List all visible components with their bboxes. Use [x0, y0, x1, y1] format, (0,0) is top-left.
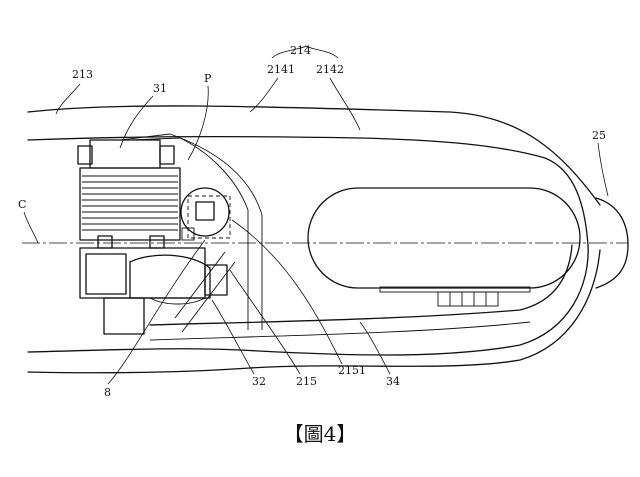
label-p: P	[204, 72, 212, 85]
lower-member	[149, 244, 573, 341]
label-31: 31	[153, 82, 167, 95]
leader-lines	[23, 45, 609, 385]
pivot-region	[180, 187, 231, 241]
label-25: 25	[592, 129, 606, 142]
label-34: 34	[386, 375, 400, 388]
reference-labels: 213 214 2141 2142 31 P 25 C 8 32 215 215…	[18, 44, 606, 399]
label-2141: 2141	[267, 63, 295, 76]
capsule-body	[307, 187, 581, 289]
lower-housing	[79, 247, 228, 335]
label-2151: 2151	[338, 364, 366, 377]
heat-sink-fins	[82, 175, 178, 231]
label-215: 215	[296, 375, 317, 388]
figure-caption: 【圖4】	[0, 418, 640, 447]
label-2142: 2142	[316, 63, 344, 76]
motor-assembly	[77, 139, 181, 249]
label-8: 8	[104, 386, 111, 399]
caption-text: 【圖4】	[283, 422, 357, 446]
label-c: C	[18, 198, 26, 211]
label-214: 214	[290, 44, 311, 57]
end-cap	[595, 197, 629, 289]
label-213: 213	[72, 68, 93, 81]
outer-frame	[27, 105, 601, 374]
label-32: 32	[252, 375, 266, 388]
circuit-board	[379, 286, 531, 307]
